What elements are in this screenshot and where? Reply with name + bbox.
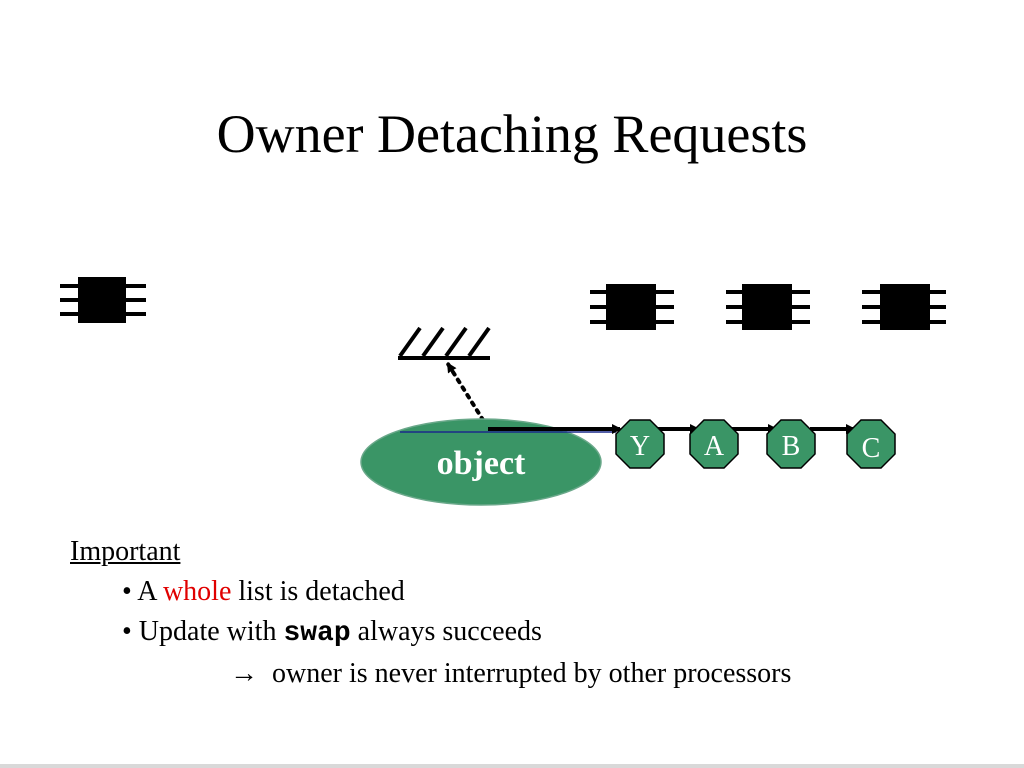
notes-block: Important • A whole list is detached • U… (70, 532, 791, 694)
null-ground-icon (398, 326, 491, 360)
notes-heading: Important (70, 536, 181, 567)
conclusion-line: → owner is never interrupted by other pr… (70, 654, 791, 694)
list-node-c: C (846, 419, 896, 469)
slide-title: Owner Detaching Requests (216, 104, 808, 164)
bullet-swap: • Update with swap always succeeds (70, 612, 791, 654)
emphasis-text: whole (162, 576, 232, 607)
bullet-whole-list: • A whole list is detached (70, 572, 791, 612)
bottom-border (0, 764, 1024, 768)
object-label: object (437, 445, 526, 482)
code-text: swap (283, 618, 351, 649)
list-node-y: Y (615, 419, 665, 469)
list-node-label: C (862, 433, 881, 464)
conclusion-text: owner is never interrupted by other proc… (272, 658, 792, 689)
null-pointer-arrow (446, 362, 490, 430)
list-node-label: B (782, 431, 801, 462)
bullet-text: • A (122, 576, 163, 607)
bullet-text: always succeeds (350, 616, 542, 647)
processor-chip-icon (60, 277, 146, 323)
processor-chip-icon (590, 284, 674, 330)
object-ellipse (360, 418, 602, 506)
processor-chip-icon (862, 284, 946, 330)
bullet-text: • Update with (122, 616, 284, 647)
list-node-b: B (766, 419, 816, 469)
list-node-a: A (689, 419, 739, 469)
right-arrow-icon: → (230, 658, 258, 689)
list-node-label: Y (630, 431, 650, 462)
bullet-text: list is detached (231, 576, 405, 607)
list-node-label: A (704, 431, 725, 462)
processor-chip-icon (726, 284, 810, 330)
